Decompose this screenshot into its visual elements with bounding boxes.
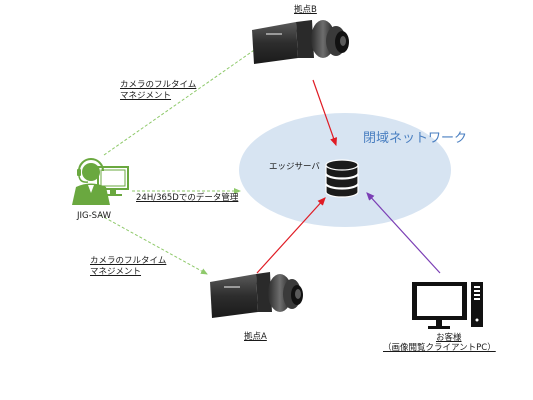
operator-label: JIG-SAW — [77, 211, 111, 221]
management-top-line2: マネジメント — [120, 91, 172, 101]
camera-a-to-server-arrow — [256, 197, 326, 274]
client-pc-icon — [412, 282, 483, 329]
client-to-server-arrow — [366, 192, 441, 274]
data-management-label: 24H/365Dでのデータ管理 — [136, 193, 239, 203]
camera-a-label: 拠点A — [244, 332, 267, 342]
operator-icon — [72, 158, 129, 205]
management-bottom-line1: カメラのフルタイム — [90, 256, 167, 266]
management-top-line1: カメラのフルタイム — [120, 80, 197, 90]
management-bottom-line2: マネジメント — [90, 267, 142, 277]
camera-b-label: 拠点B — [294, 5, 317, 15]
camera-b-icon — [252, 20, 349, 64]
camera-b-to-server-arrow — [312, 79, 337, 147]
camera-a-icon — [210, 272, 303, 318]
database-icon — [325, 159, 359, 198]
management-arrow-bottom — [99, 214, 208, 275]
customer-label: お客様 — [436, 333, 462, 343]
closed-network-label: 閉域ネットワーク — [363, 131, 468, 146]
management-arrow-top — [103, 45, 261, 156]
customer-sublabel: （画像閲覧クライアントPC） — [383, 343, 496, 353]
edge-server-label: エッジサーバ — [269, 162, 320, 172]
